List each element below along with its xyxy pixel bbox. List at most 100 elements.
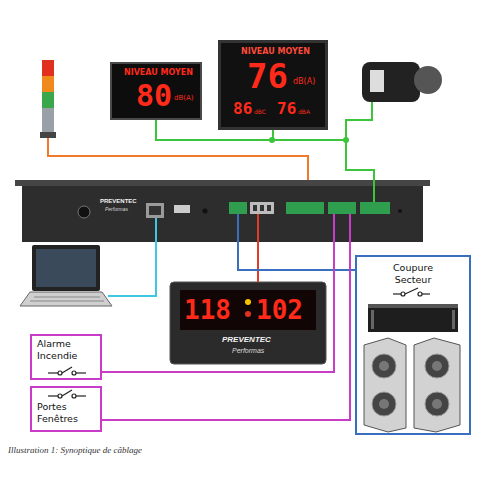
loudspeaker bbox=[414, 338, 460, 432]
laptop bbox=[20, 245, 112, 306]
terminal-block bbox=[360, 202, 390, 214]
power-amplifier bbox=[368, 304, 458, 332]
switch-contact bbox=[418, 292, 422, 296]
switch-symbol bbox=[48, 390, 86, 398]
box-label: Portes Fenêtres bbox=[37, 401, 97, 425]
usb-port bbox=[174, 205, 190, 213]
brand-label: PREVENTEC bbox=[222, 336, 271, 344]
level-readout: 76 bbox=[247, 59, 288, 93]
speaker-cabinet bbox=[364, 338, 406, 432]
input-contact-box: Portes Fenêtres bbox=[30, 386, 102, 432]
speaker-cap bbox=[432, 399, 442, 409]
switch-lead bbox=[393, 293, 401, 294]
speaker-cone bbox=[425, 354, 449, 378]
housing-face bbox=[22, 186, 423, 242]
switch-lead bbox=[422, 293, 430, 294]
amplifier-body bbox=[368, 304, 458, 332]
led-display-panel: NIVEAU MOYEN 80dB(A) bbox=[110, 62, 202, 120]
wire-stub bbox=[349, 214, 351, 242]
stack-light bbox=[40, 60, 56, 138]
light-green bbox=[42, 92, 54, 108]
display-title: NIVEAU MOYEN bbox=[241, 48, 310, 56]
light-base bbox=[40, 132, 56, 138]
speaker-cap bbox=[432, 361, 442, 371]
meter-screen bbox=[370, 70, 384, 92]
input-contact-box: Alarme Incendie bbox=[30, 334, 102, 380]
switch-blade bbox=[62, 390, 72, 396]
speaker-cap bbox=[379, 399, 389, 409]
box-label: Coupure Secteur bbox=[384, 262, 442, 286]
speaker-cone bbox=[425, 392, 449, 416]
key-row bbox=[34, 297, 100, 298]
light-orange bbox=[42, 76, 54, 92]
meter-body bbox=[362, 62, 420, 102]
wire-stub bbox=[373, 180, 375, 202]
switch-contact bbox=[58, 371, 62, 375]
brand-label: Performas bbox=[105, 207, 128, 212]
unit-label: dB(A) bbox=[174, 95, 194, 102]
ethernet-socket bbox=[149, 206, 161, 215]
laptop-keyboard bbox=[20, 292, 112, 306]
housing-flange bbox=[15, 180, 430, 186]
box-label: Alarme Incendie bbox=[37, 338, 97, 362]
switch-blade bbox=[62, 367, 72, 373]
switch-symbol bbox=[393, 288, 430, 296]
indicator-dot bbox=[245, 299, 251, 305]
terminal-stubs bbox=[238, 180, 374, 242]
laptop-screen-bezel bbox=[32, 245, 100, 291]
counter-wire bbox=[257, 242, 259, 282]
counter-window bbox=[180, 290, 316, 330]
switch-lead bbox=[76, 395, 86, 396]
key-row bbox=[30, 301, 104, 302]
mains-wire bbox=[238, 242, 355, 270]
switch-blade bbox=[405, 288, 418, 294]
switch-contact bbox=[58, 394, 62, 398]
contact-wire bbox=[102, 242, 334, 372]
wire-stub bbox=[333, 214, 335, 242]
power-jack bbox=[78, 206, 90, 218]
unit-label: dBC bbox=[254, 109, 266, 115]
brand-label: Performas bbox=[232, 347, 264, 354]
amplifier-handle bbox=[371, 310, 374, 329]
terminal-pin bbox=[267, 205, 271, 211]
brand-label: PREVENTEC bbox=[100, 198, 137, 204]
unit-label: dB(A) bbox=[293, 78, 315, 86]
display-wire bbox=[273, 130, 374, 180]
ethernet-port bbox=[146, 203, 164, 218]
terminal-pin bbox=[260, 205, 264, 211]
light-body bbox=[42, 108, 54, 132]
counter-display: 118 102PREVENTEC Performas bbox=[170, 282, 326, 364]
orange-wire bbox=[48, 138, 308, 202]
switch-contact bbox=[401, 292, 405, 296]
level-readout: 76 bbox=[277, 101, 296, 117]
controller-unit: PREVENTEC Performas bbox=[15, 180, 430, 242]
contact-wire bbox=[102, 242, 350, 420]
light-red bbox=[42, 60, 54, 76]
cyan-wire bbox=[108, 218, 156, 296]
level-readout: 86 bbox=[233, 101, 252, 117]
wire-junction bbox=[343, 137, 349, 143]
terminal-block bbox=[286, 202, 324, 214]
unit-label: dBA bbox=[298, 109, 310, 115]
led-display-panel: NIVEAU MOYEN76dB(A)86dBC76dBA bbox=[218, 40, 328, 130]
green-wire bbox=[346, 102, 372, 140]
wire-junction bbox=[269, 137, 275, 143]
wire-stub bbox=[237, 214, 239, 242]
reset-hole bbox=[203, 209, 208, 214]
level-readout: 80 bbox=[136, 81, 172, 111]
speaker-cone bbox=[372, 392, 396, 416]
display-title: NIVEAU MOYEN bbox=[124, 69, 193, 77]
speaker-cone bbox=[372, 354, 396, 378]
amplifier-top bbox=[368, 304, 458, 308]
laptop-screen bbox=[36, 249, 96, 287]
counter-body bbox=[170, 282, 326, 364]
terminal-block bbox=[328, 202, 356, 214]
indicator-dot bbox=[245, 311, 251, 317]
counter-readout: 102 bbox=[256, 297, 303, 323]
controller-housing bbox=[15, 180, 430, 242]
wire-stub bbox=[257, 214, 259, 242]
counter-readout: 118 bbox=[184, 297, 231, 323]
meter-windscreen bbox=[414, 66, 442, 94]
loudspeaker bbox=[364, 338, 406, 432]
status-led bbox=[398, 209, 402, 213]
